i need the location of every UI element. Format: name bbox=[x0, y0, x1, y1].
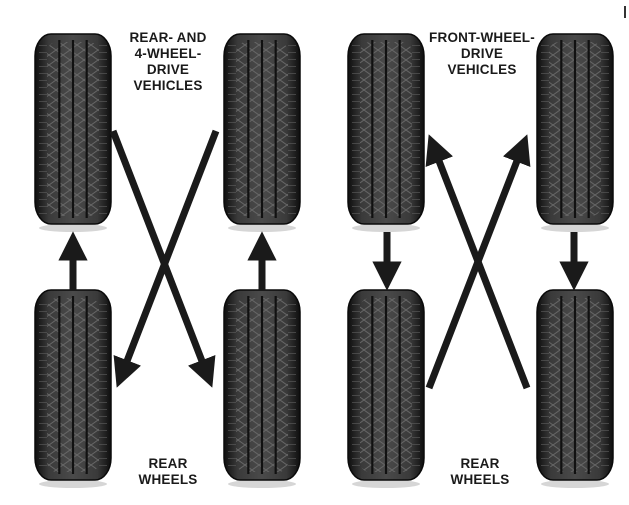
tire-rwd-rear-left bbox=[34, 289, 112, 488]
tire-rwd-front-left bbox=[34, 33, 112, 232]
rwd-rear-wheels-line-2: WHEELS bbox=[138, 472, 198, 487]
tire-rwd-rear-right bbox=[223, 289, 301, 488]
fwd-rear-wheels-line-2: WHEELS bbox=[450, 472, 510, 487]
rwd-rear-wheels-label: REAR WHEELS bbox=[128, 456, 208, 488]
tire-fwd-front-right bbox=[536, 33, 614, 232]
arrow-fwd-rear-left-to-front-right bbox=[425, 134, 531, 390]
arrow-rwd-front-left-to-rear-right bbox=[109, 129, 216, 388]
fwd-title-line-1: FRONT-WHEEL- bbox=[429, 30, 535, 45]
arrow-fwd-rear-right-to-front-left bbox=[425, 134, 531, 390]
rwd-title-line-2: 4-WHEEL- bbox=[134, 46, 202, 61]
arrow-rwd-front-right-to-rear-left bbox=[113, 129, 220, 388]
tire-rwd-front-right bbox=[223, 33, 301, 232]
fwd-title-line-3: VEHICLES bbox=[447, 62, 517, 77]
rwd-title-line-3: DRIVE bbox=[146, 62, 190, 77]
tires-layer bbox=[34, 33, 614, 488]
rwd-rear-wheels-line-1: REAR bbox=[148, 456, 188, 471]
edge-mark bbox=[624, 6, 626, 18]
rwd-title-line-1: REAR- AND bbox=[129, 30, 207, 45]
rwd-title-line-4: VEHICLES bbox=[133, 78, 203, 93]
rotation-arrows bbox=[58, 129, 589, 390]
rwd-title: REAR- AND 4-WHEEL- DRIVE VEHICLES bbox=[113, 30, 223, 94]
tire-fwd-rear-left bbox=[347, 289, 425, 488]
fwd-title-line-2: DRIVE bbox=[460, 46, 504, 61]
fwd-rear-wheels-label: REAR WHEELS bbox=[440, 456, 520, 488]
tire-fwd-rear-right bbox=[536, 289, 614, 488]
tire-fwd-front-left bbox=[347, 33, 425, 232]
fwd-title: FRONT-WHEEL- DRIVE VEHICLES bbox=[414, 30, 550, 78]
fwd-rear-wheels-line-1: REAR bbox=[460, 456, 500, 471]
